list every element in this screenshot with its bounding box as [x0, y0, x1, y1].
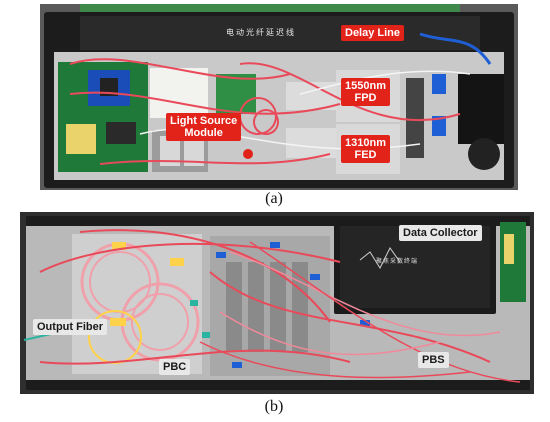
label-pbs: PBS	[418, 352, 449, 368]
label-output-fiber: Output Fiber	[33, 319, 107, 335]
device-photo-a	[40, 4, 518, 190]
label-pbc: PBC	[159, 359, 191, 375]
collector-box-text: 聚焦采数终端	[376, 258, 419, 265]
label-1310nm-fed: 1310nm FED	[341, 135, 390, 163]
caption-a: (a)	[265, 190, 283, 207]
photo-panel-a	[40, 4, 518, 190]
label-1550nm-fpd: 1550nm FPD	[341, 78, 390, 106]
label-light-source-module: Light Source Module	[166, 113, 242, 141]
label-data-collector: Data Collector	[399, 225, 482, 241]
caption-b: (b)	[264, 398, 284, 415]
label-delay-line: Delay Line	[341, 25, 405, 41]
device-title: 电动光纤延迟线	[226, 28, 296, 37]
